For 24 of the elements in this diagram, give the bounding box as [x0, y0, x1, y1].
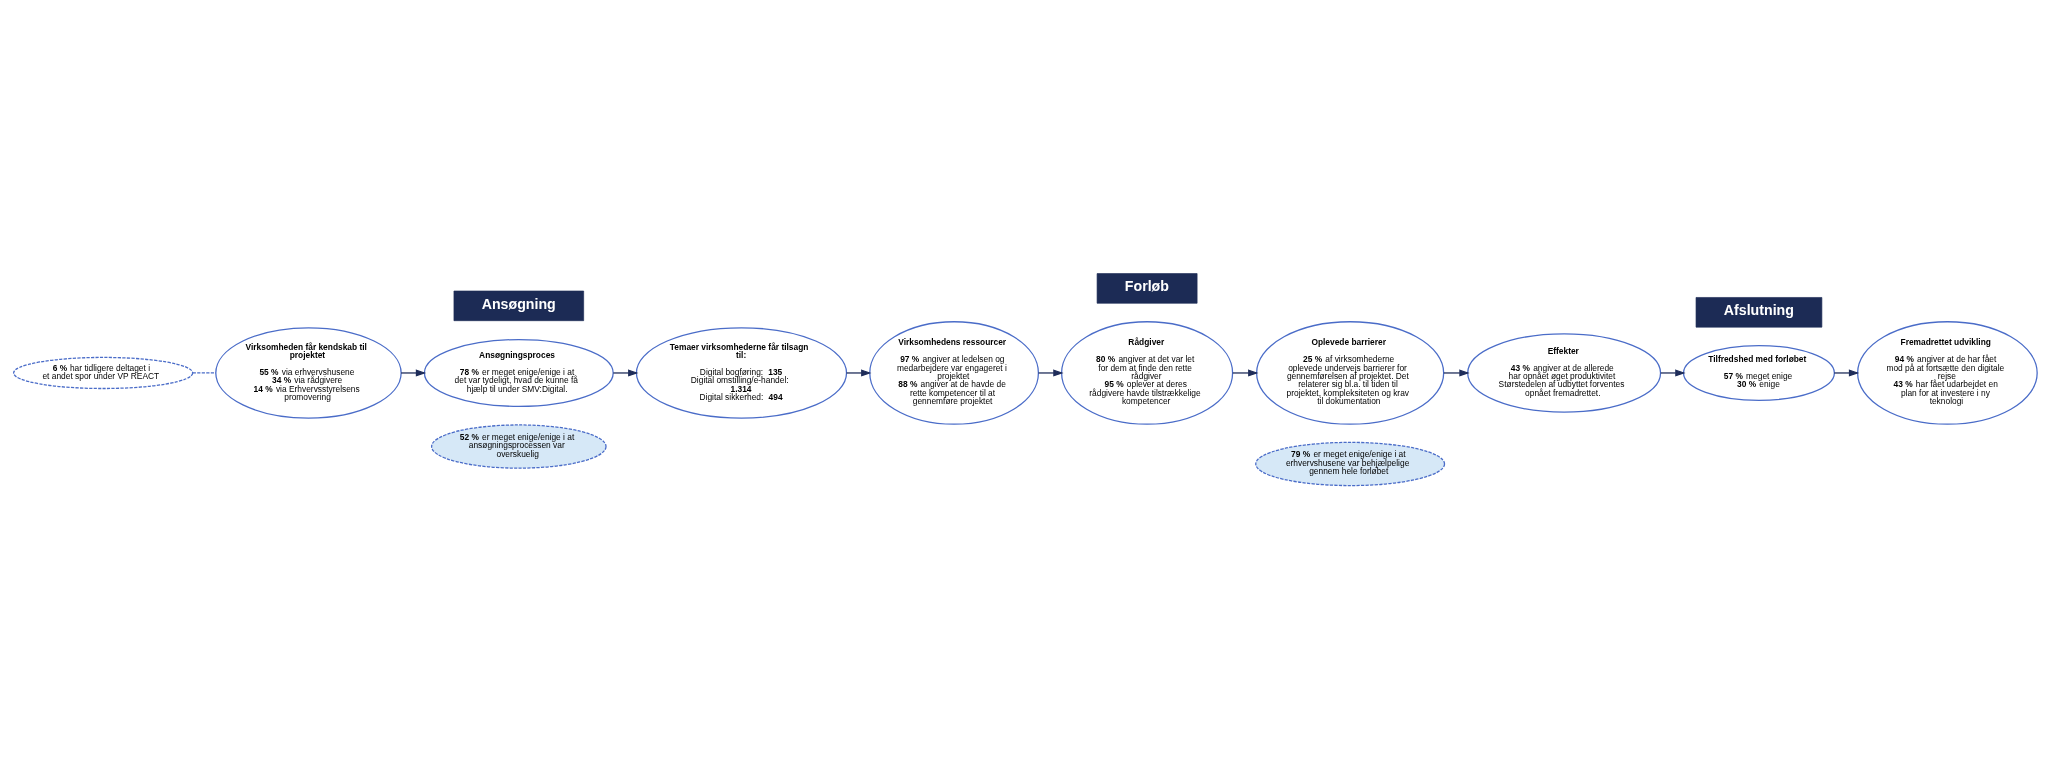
arrow — [400, 368, 427, 377]
node-ellipse: Oplevede barrierer 25 % af virksomhederne oplevede undervejs barrierer for gennemførelsen af projektet. Det relaterer sig bl.a. til tiden til projektet, kompleksiteten og krav til dokumentation — [1255, 320, 1445, 425]
arrow — [1037, 368, 1064, 377]
node-box: Forløb — [1096, 272, 1198, 304]
node-box: Afslutning — [1695, 296, 1823, 327]
node-ellipse: Rådgiver 80 % angiver at det var let for dem at finde den rette rådgiver 95 % oplever at deres rådgivere havde tilstrækkelige kompetencer — [1060, 320, 1234, 425]
connector — [192, 371, 217, 374]
node-ellipse: 79 % er meget enige/enige i at erhvervshusene var behjælpelige gennem hele forløbet — [1255, 441, 1446, 486]
node-ellipse: 52 % er meget enige/enige i at ansøgningsprocessen var overskuelig — [430, 423, 607, 469]
node-ellipse: Effekter 43 % angiver at de allerede har opnået øget produktivitet Størstedelen af udbyttet forventes opnået fremadrettet. — [1467, 332, 1662, 413]
node-ellipse: Temaer virksomhederne får tilsagn til: Digital bogføring: 135 Digital omstilling/e-handel: 1.314 Digital sikkerhed: 494 — [635, 326, 848, 419]
node-ellipse: Virksomhedens ressourcer 97 % angiver at ledelsen og medarbejdere var engageret i projektet 88 % angiver at de havde de rette kompetencer til at gennemføre projektet — [869, 320, 1040, 425]
arrow — [1660, 368, 1686, 377]
node-ellipse: Virksomheden får kendskab til projektet 55 % via erhvervshusene 34 % via rådgivere 14 % via Erhvervsstyrelsens promovering — [215, 326, 402, 419]
node-box: Ansøgning — [453, 290, 584, 321]
node-ellipse: Ansøgningsproces 78 % er meget enige/enige i at det var tydeligt, hvad de kunne få hjælp til under SMV:Digital. — [423, 338, 614, 407]
node-ellipse: Fremadrettet udvikling 94 % angiver at de har fået mod på at fortsætte den digitale rejse 43 % har fået udarbejdet en plan for at investere i ny teknologi — [1856, 320, 2038, 425]
node-ellipse: Tilfredshed med forløbet 57 % meget enige 30 % enige — [1682, 344, 1835, 401]
node-ellipse: 6 % har tidligere deltaget i et andet spor under VP REACT — [13, 356, 194, 389]
arrow — [612, 368, 639, 377]
arrow — [1833, 368, 1860, 377]
arrow — [1232, 368, 1259, 377]
arrow — [1443, 368, 1470, 377]
arrow — [845, 368, 872, 377]
